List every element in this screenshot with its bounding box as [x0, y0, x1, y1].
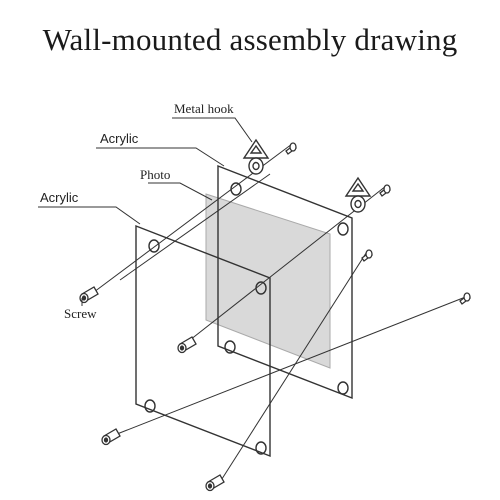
label-acrylic-back: Acrylic [100, 131, 139, 146]
label-metal-hook: Metal hook [174, 101, 234, 116]
screw-back-top-right-icon [379, 184, 391, 197]
metal-hook-left-icon [242, 138, 270, 175]
screw-back-icons [285, 142, 471, 305]
hole-back-top-left [230, 182, 242, 196]
leader-photo [148, 182, 213, 201]
leader-acrylic-back [96, 147, 225, 167]
metal-hook-right-icon [344, 176, 372, 213]
screw-back-mid-icon [361, 249, 373, 262]
leader-lines [38, 117, 253, 306]
leader-acrylic-front [38, 206, 141, 225]
label-acrylic-front: Acrylic [40, 190, 79, 205]
label-screw: Screw [64, 306, 97, 321]
label-photo: Photo [140, 167, 170, 182]
screw-back-top-left-icon [285, 142, 297, 155]
leader-metal-hook [172, 117, 253, 143]
panel-holes [144, 182, 349, 455]
hole-back-top-right [337, 222, 349, 236]
screw-front-icons [79, 286, 225, 492]
hole-back-bottom-left [224, 340, 236, 354]
screw-front-mid-icon [177, 336, 197, 354]
photo-sheet [205, 193, 331, 369]
hole-back-bottom-right [337, 381, 349, 395]
acrylic-panel-front [135, 224, 271, 458]
screw-back-bottom-right-icon [459, 292, 471, 305]
hole-front-bottom-left [144, 399, 156, 413]
screw-front-top-left-icon [79, 286, 99, 304]
hole-front-bottom-right [255, 441, 267, 455]
screw-front-bottom-icon [205, 474, 225, 492]
screw-front-bottom-left-icon [101, 428, 121, 446]
diagram-title: Wall-mounted assembly drawing [42, 22, 458, 57]
hole-front-top-right [255, 281, 267, 295]
acrylic-panel-back [217, 164, 353, 400]
hole-front-top-left [148, 239, 160, 253]
